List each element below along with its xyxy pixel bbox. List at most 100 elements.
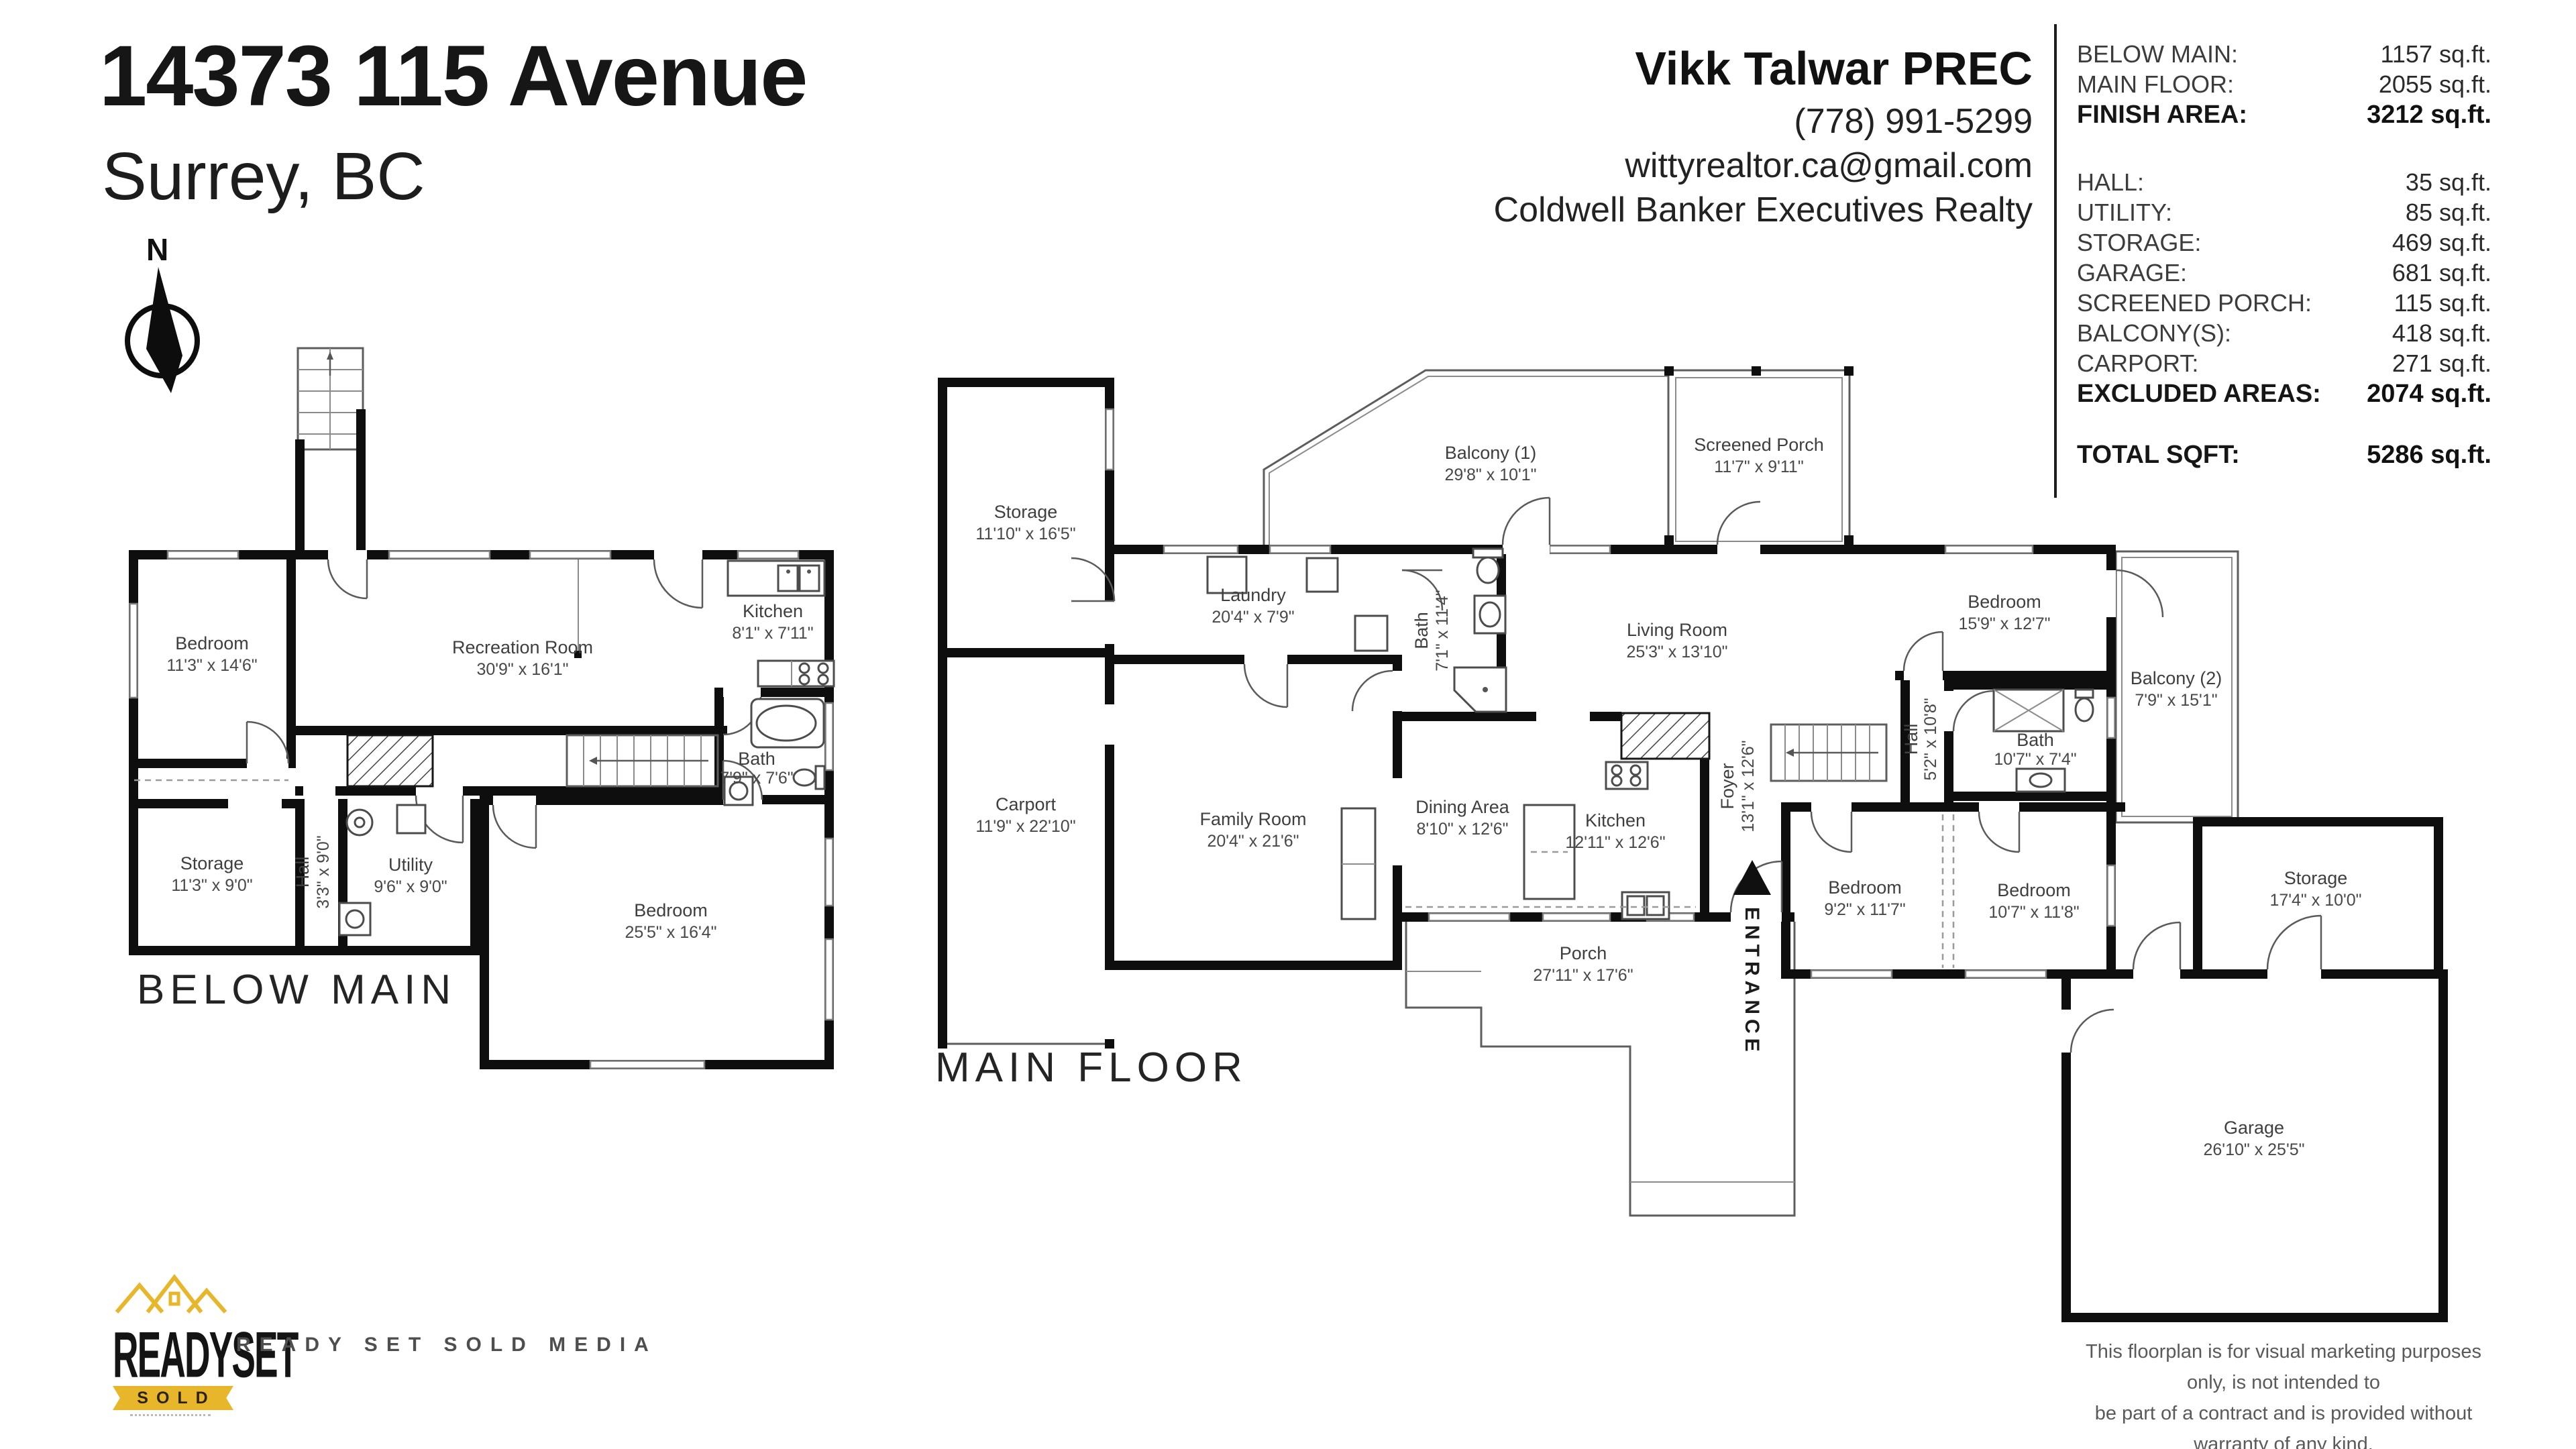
room-label: Storage [994, 502, 1058, 522]
stairs-icon [346, 734, 719, 788]
kitchen-island-icon [1523, 804, 1576, 900]
stairs-icon [1770, 723, 1888, 782]
room-dims: 27'11" x 17'6" [1533, 966, 1633, 985]
toilet-icon [792, 765, 826, 790]
room-label: Carport [996, 794, 1057, 814]
room-dims: 3'3" x 9'0" [314, 835, 333, 908]
stove-icon [757, 659, 835, 688]
header-divider [2054, 24, 2057, 498]
table-row: STORAGE:469 sq.ft. [2077, 229, 2491, 256]
room-dims: 30'9" x 16'1" [476, 660, 568, 679]
room-dims: 9'6" x 9'0" [374, 877, 447, 896]
column [574, 559, 582, 658]
logo-tagline [130, 1414, 211, 1420]
room-dims: 8'10" x 12'6" [1416, 820, 1508, 839]
room-dims: 25'3" x 13'10" [1626, 643, 1727, 661]
room-label: Recreation Room [452, 637, 593, 657]
room-label: Balcony (1) [1445, 443, 1537, 463]
media-credit: READY SET SOLD MEDIA [236, 1334, 657, 1356]
room-dims: 10'7" x 11'8" [1988, 903, 2079, 922]
disclaimer-line: be part of a contract and is provided wi… [2094, 1403, 2473, 1449]
room-dims: 25'5" x 16'4" [625, 923, 716, 942]
logo-wordmark: READYSET [113, 1319, 299, 1391]
room-label: Family Room [1199, 809, 1306, 829]
table-row: UTILITY:85 sq.ft. [2077, 199, 2491, 226]
room-label: Bath [2017, 730, 2054, 750]
main-floor-walls [938, 378, 2448, 1322]
closet-divider [1941, 814, 1955, 968]
room-label: Bedroom [1997, 880, 2071, 900]
room-dims: 7'9" x 7'6" [720, 769, 793, 788]
chimney-hatch [346, 734, 434, 788]
sink-icon [2015, 767, 2066, 793]
windows [129, 550, 834, 1069]
room-dims: 26'10" x 25'5" [2203, 1140, 2304, 1159]
room-dims: 20'4" x 7'9" [1212, 608, 1294, 627]
main-floor-title: MAIN FLOOR [935, 1044, 1248, 1091]
table-row: EXCLUDED AREAS:2074 sq.ft. [2077, 380, 2491, 408]
room-dims: 17'4" x 10'0" [2269, 891, 2361, 910]
agent-info: Vikk Talwar PREC (778) 991-5299 wittyrea… [1494, 38, 2033, 232]
stove-icon [1605, 761, 1649, 790]
room-label: Hall [292, 857, 313, 888]
doors [1071, 496, 2322, 1053]
toilet-icon [1472, 547, 1504, 584]
room-label: Porch [1560, 943, 1607, 963]
agent-brokerage: Coldwell Banker Executives Realty [1493, 191, 2033, 229]
below-main-title: BELOW MAIN [137, 967, 457, 1013]
table-row: BALCONY(S):418 sq.ft. [2077, 319, 2491, 347]
room-label: Balcony (2) [2131, 668, 2222, 688]
room-label: Bedroom [1968, 592, 2041, 612]
room-label: Dining Area [1415, 797, 1510, 817]
room-label: Bath [738, 749, 775, 769]
room-label: Storage [180, 853, 244, 873]
room-dims: 10'7" x 7'4" [1994, 750, 2076, 769]
shower-icon [1992, 688, 2065, 733]
kitchen-counter-icon [727, 559, 826, 597]
room-dims: 20'4" x 21'6" [1207, 832, 1299, 851]
room-dims: 11'9" x 22'10" [975, 817, 1075, 836]
laundry-appliance-icons [1206, 555, 1389, 652]
page-subtitle: Surrey, BC [102, 139, 425, 214]
table-row: CARPORT:271 sq.ft. [2077, 350, 2491, 377]
below-main-floorplan: Bedroom 11'3" x 14'6" Recreation Room 30… [129, 347, 835, 1069]
bathtub-icon [750, 698, 825, 749]
readyset-sold-logo: READYSET SOLD [113, 1273, 299, 1420]
room-dims: 29'8" x 10'1" [1444, 466, 1536, 484]
utility-sink-icon [338, 902, 372, 936]
agent-phone: (778) 991-5299 [1794, 102, 2033, 141]
north-arrow-icon: N [125, 232, 200, 393]
room-dims: 7'1" x 11'4" [1433, 590, 1452, 671]
logo-sold-banner: SOLD [113, 1386, 233, 1410]
porch-outline [1405, 922, 1796, 1217]
room-label: Storage [2284, 868, 2348, 888]
room-dims: 11'7" x 9'11" [1714, 458, 1803, 476]
room-dims: 11'3" x 14'6" [166, 656, 257, 675]
kitchen-sink-icon [1621, 891, 1670, 920]
room-label: Bath [1411, 612, 1432, 649]
room-label: Hall [1901, 724, 1921, 755]
logo-roofs-icon [115, 1274, 227, 1313]
room-dims: 9'2" x 11'7" [1824, 900, 1905, 919]
agent-name: Vikk Talwar PREC [1635, 42, 2033, 95]
room-dims: 12'11" x 12'6" [1565, 833, 1665, 852]
shower-icon [1453, 666, 1507, 713]
entrance-label: ENTRANCE [1741, 907, 1763, 1057]
disclaimer-line: This floorplan is for visual marketing p… [2086, 1341, 2481, 1393]
cabinet-icon [1340, 807, 1377, 920]
table-row: GARAGE:681 sq.ft. [2077, 259, 2491, 286]
table-row: MAIN FLOOR:2055 sq.ft. [2077, 70, 2491, 98]
room-dims: 8'1" x 7'11" [732, 624, 813, 643]
area-summary-table: BELOW MAIN:1157 sq.ft. MAIN FLOOR:2055 s… [2077, 40, 2491, 471]
room-label: Utility [388, 855, 433, 875]
room-label: Foyer [1717, 763, 1737, 809]
room-dims: 11'10" x 16'5" [975, 525, 1075, 543]
room-dims: 13'1" x 12'6" [1739, 740, 1758, 832]
entrance-arrow-icon [1733, 860, 1771, 895]
room-label: Screened Porch [1694, 435, 1824, 455]
windows [1105, 408, 2116, 979]
room-label: Kitchen [1585, 810, 1646, 830]
disclaimer: This floorplan is for visual marketing p… [2082, 1336, 2485, 1449]
svg-text:N: N [146, 232, 168, 267]
